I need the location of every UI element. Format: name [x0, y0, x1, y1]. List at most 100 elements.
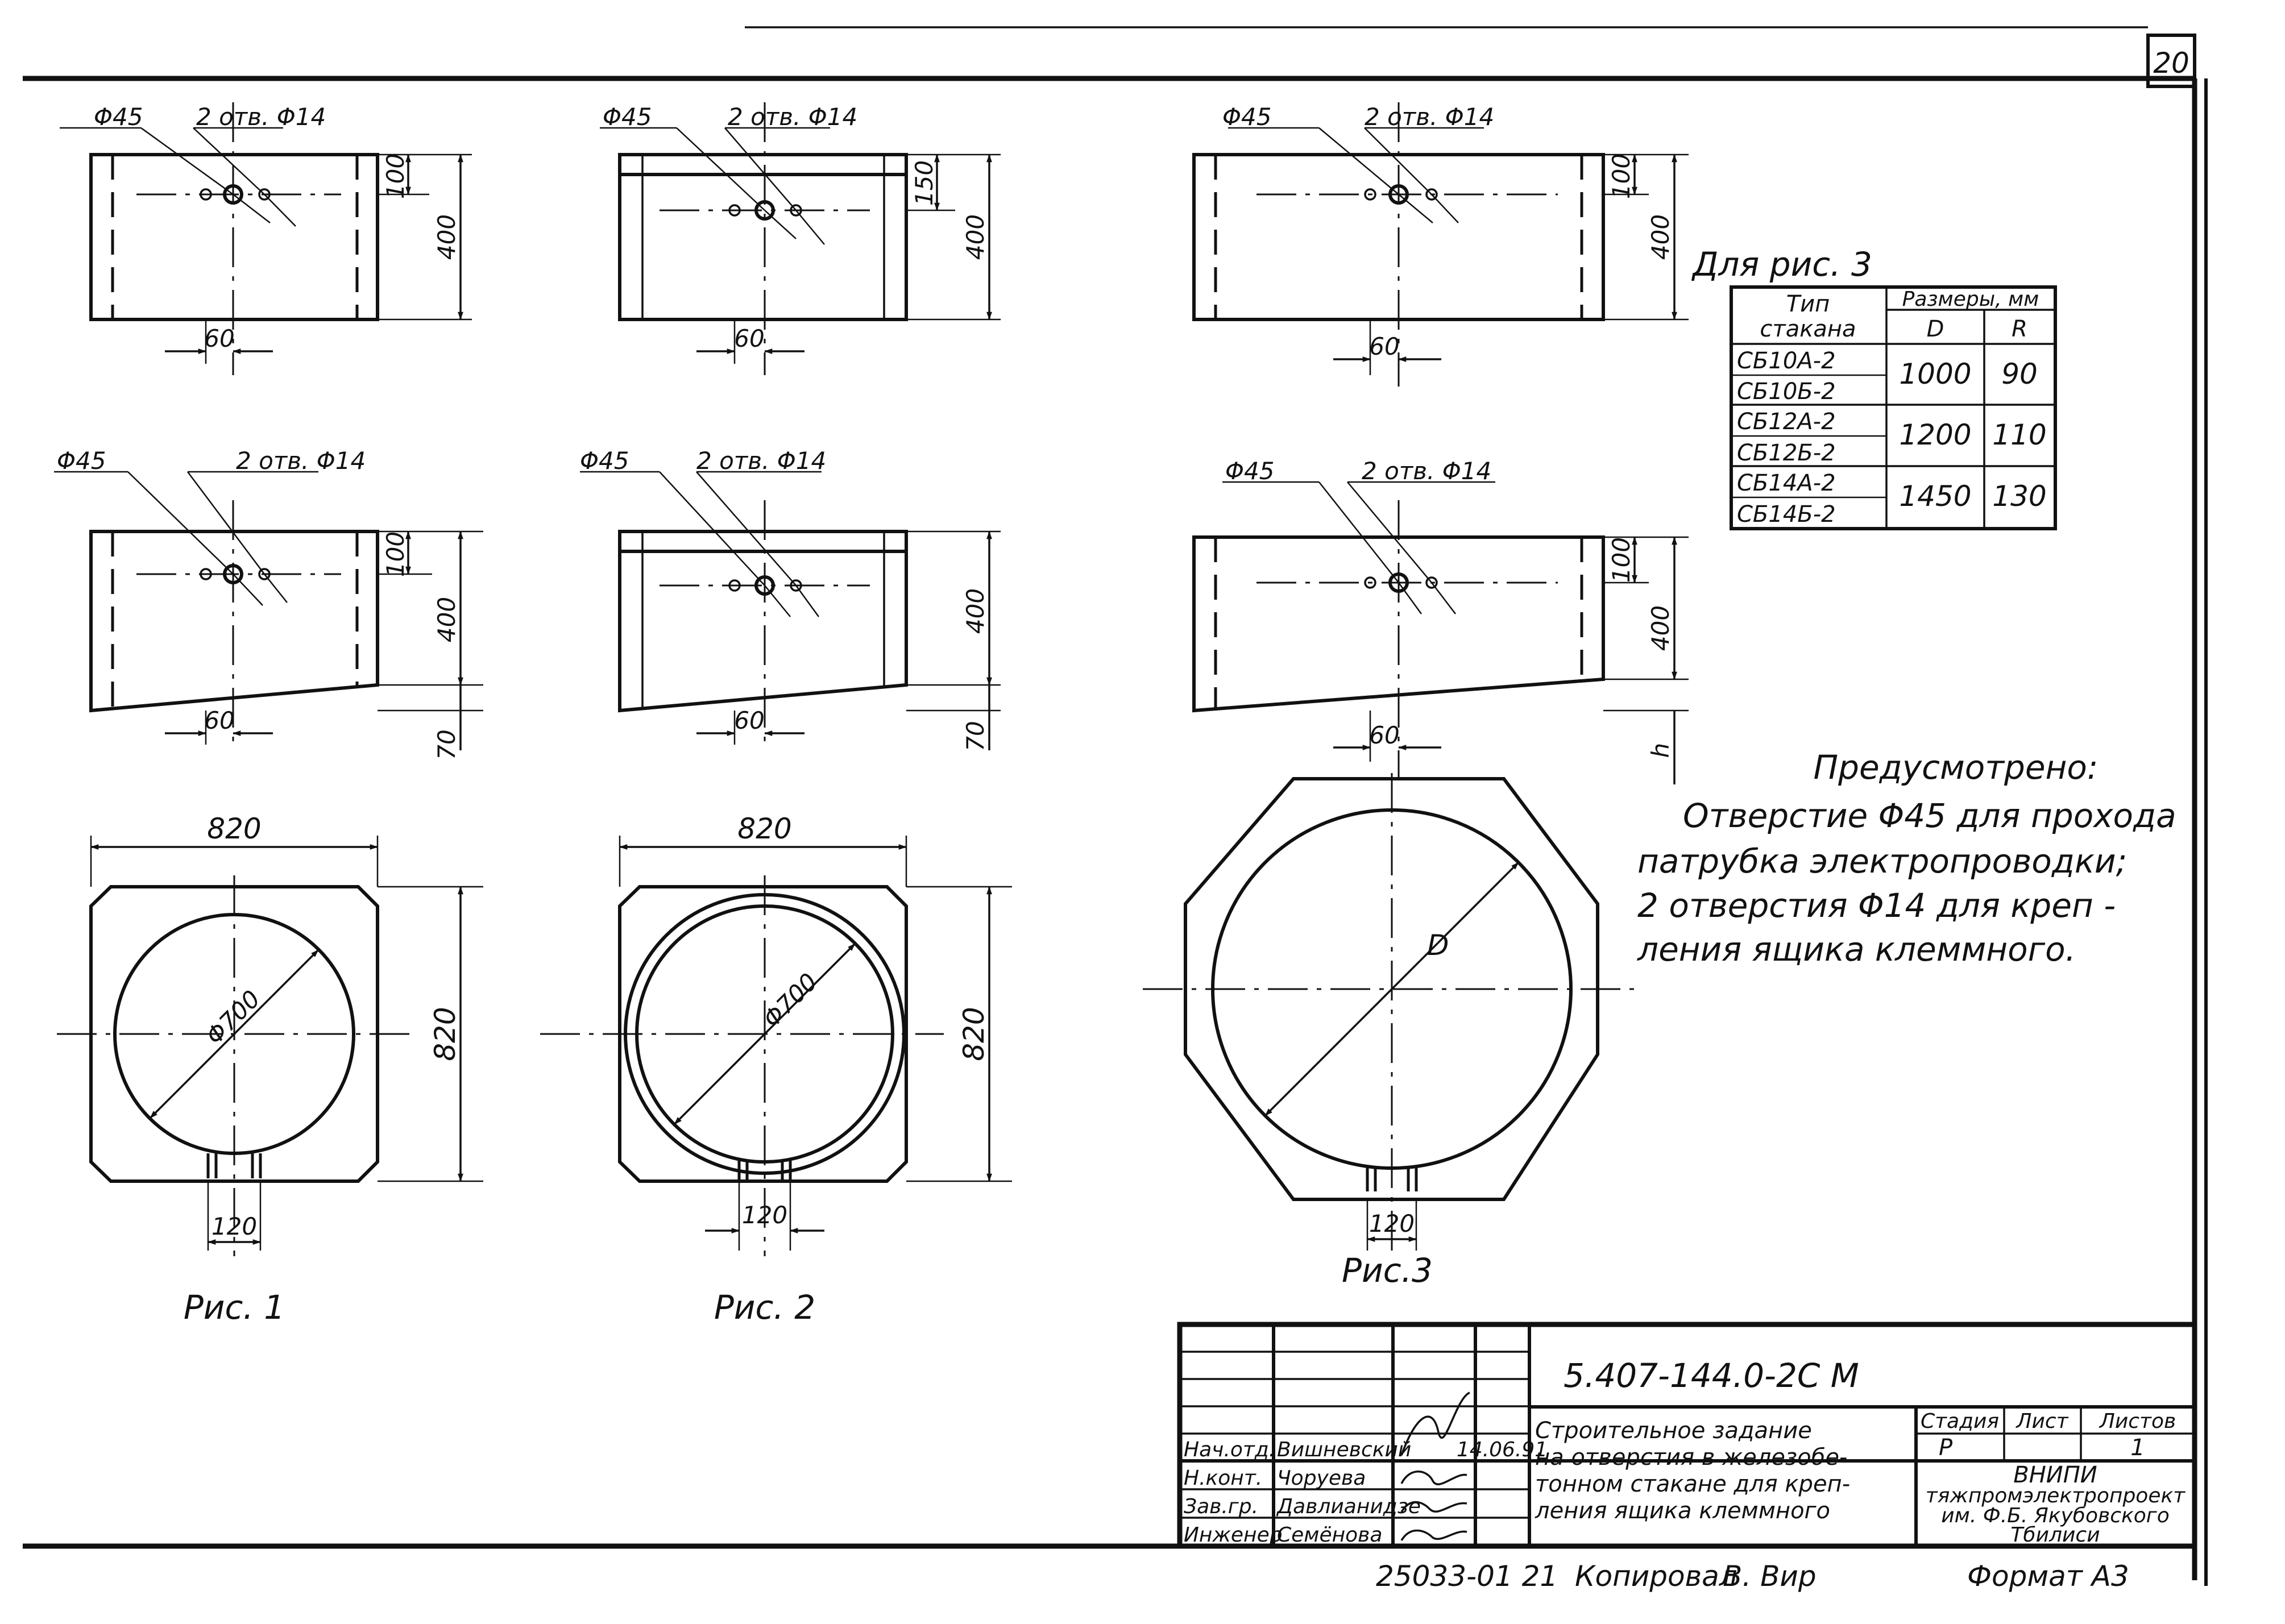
dim-120-2: 120	[742, 1201, 787, 1229]
holes-14-label: 2 отв. Φ14	[196, 103, 326, 131]
hole-45-label-4: Φ45	[57, 447, 106, 475]
dim-d700-2: Φ700	[757, 967, 823, 1033]
holes-14-label-2: 2 отв. Φ14	[728, 103, 857, 131]
role-label: Нач.отд.	[1184, 1438, 1275, 1461]
role-label: Зав.гр.	[1184, 1495, 1258, 1518]
doc-title-line-3: тонном стакане для креп-	[1535, 1471, 1850, 1497]
hole-45-label-2: Φ45	[603, 103, 652, 131]
dim-400-2: 400	[961, 214, 989, 260]
org-line-3: им. Ф.Б. Якубовского	[1941, 1504, 2169, 1527]
size-table	[1730, 285, 2057, 530]
dim-400-4: 400	[433, 597, 461, 642]
stage-label: Стадия	[1921, 1410, 1999, 1433]
size-table-type: СБ10А-2	[1737, 348, 1836, 374]
dim-100: 100	[381, 153, 409, 199]
copier-name: В. Вир	[1723, 1560, 1817, 1593]
signature-4	[1400, 1529, 1467, 1541]
dim-h: h	[1647, 743, 1674, 758]
size-table-r-value: 130	[1992, 480, 2046, 513]
dim-100-3: 100	[1607, 153, 1635, 199]
sheet-format: Формат А3	[1967, 1560, 2129, 1593]
elevation-fig1-type-a	[60, 102, 472, 375]
note-line-2: патрубка электропроводки;	[1637, 842, 2127, 880]
dim-400-5: 400	[961, 588, 989, 634]
size-table-col-type-2: стакана	[1760, 316, 1856, 342]
holes-14-label-6: 2 отв. Φ14	[1362, 457, 1491, 485]
org-line-4: Тбилиси	[2010, 1523, 2100, 1547]
dim-60: 60	[204, 325, 234, 352]
size-table-title: Для рис. 3	[1691, 245, 1872, 284]
sheet-label: Лист	[2015, 1410, 2068, 1433]
note-line-3: 2 отверстия Φ14 для креп -	[1637, 886, 2116, 925]
plan-fig2	[540, 836, 1012, 1256]
size-table-d-value: 1000	[1899, 358, 1971, 391]
dim-60-4: 60	[204, 707, 234, 734]
hole-45-label-3: Φ45	[1222, 103, 1272, 131]
holes-14-label-4: 2 отв. Φ14	[236, 447, 366, 475]
dim-400-6: 400	[1647, 605, 1674, 651]
sheets-label: Листов	[2099, 1410, 2176, 1433]
dim-120-1: 120	[212, 1212, 257, 1240]
plan-fig3	[1143, 773, 1643, 1256]
size-table-col-type-1: Тип	[1786, 291, 1830, 317]
org-line-1: ВНИПИ	[2013, 1462, 2097, 1488]
role-label: Инженер	[1184, 1523, 1283, 1547]
person-name: Чоруева	[1277, 1467, 1366, 1490]
holes-14-label-3: 2 отв. Φ14	[1365, 103, 1494, 131]
plan-fig1	[57, 836, 483, 1256]
elevation-fig2-type-b	[580, 471, 1001, 750]
dim-d700-1: Φ700	[200, 985, 266, 1050]
dim-60-2: 60	[734, 325, 764, 352]
sheets-total: 1	[2130, 1435, 2145, 1461]
size-table-type: СБ14Б-2	[1737, 501, 1836, 528]
dim-60-5: 60	[734, 707, 764, 734]
dim-d: D	[1427, 929, 1449, 962]
elevation-fig1-type-b	[54, 471, 483, 750]
sheet-number-box	[2146, 34, 2196, 88]
dim-70: 70	[433, 729, 461, 759]
doc-title-line-2: на отверстия в железобе-	[1535, 1444, 1847, 1471]
size-table-type: СБ14А-2	[1737, 470, 1836, 496]
signature-3	[1400, 1501, 1467, 1513]
size-table-type: СБ12Б-2	[1737, 440, 1836, 466]
copied-by-label: Копировал	[1575, 1560, 1737, 1593]
dim-820-h2: 820	[957, 1007, 990, 1061]
elevation-fig3-type-b	[1192, 481, 1689, 784]
hole-45-label-6: Φ45	[1225, 457, 1275, 485]
doc-title-line-4: ления ящика клеммного	[1535, 1498, 1830, 1524]
hole-45-label: Φ45	[94, 103, 143, 131]
figure-3-caption: Рис.3	[1342, 1251, 1433, 1290]
inventory-number: 25033-01 21	[1376, 1560, 1558, 1593]
stage-value: Р	[1939, 1435, 1953, 1461]
elevation-fig3-type-a	[1192, 102, 1689, 387]
size-table-col-r: R	[2012, 316, 2027, 342]
dim-150: 150	[910, 160, 938, 206]
title-block	[1177, 1322, 2197, 1549]
dim-100-6: 100	[1607, 537, 1635, 583]
person-name: Семёнова	[1277, 1523, 1382, 1547]
elevation-fig2-type-a	[600, 102, 1001, 375]
approval-date: 14.06.91	[1457, 1438, 1548, 1461]
signature-1	[1400, 1392, 1470, 1456]
size-table-r-value: 110	[1992, 418, 2046, 451]
figure-1-caption: Рис. 1	[184, 1288, 285, 1327]
dim-60-3: 60	[1369, 333, 1399, 360]
figure-2-caption: Рис. 2	[714, 1288, 815, 1327]
person-name: Давлианидзе	[1276, 1495, 1421, 1518]
person-name: Вишневский	[1277, 1438, 1411, 1461]
note-title: Предусмотрено:	[1814, 748, 2099, 787]
signature-2	[1400, 1471, 1467, 1485]
size-table-d-value: 1450	[1899, 480, 1971, 513]
dim-100-4: 100	[381, 531, 409, 577]
size-table-type: СБ10Б-2	[1737, 379, 1836, 405]
org-line-2: тяжпромэлектропроект	[1926, 1484, 2186, 1507]
role-label: Н.конт.	[1184, 1467, 1262, 1490]
note-line-1: Отверстие Φ45 для прохода	[1683, 796, 2176, 835]
dim-820-w1: 820	[207, 812, 261, 845]
dim-400: 400	[433, 214, 461, 260]
sheet-number: 20	[2153, 47, 2189, 80]
size-table-col-sizes: Размеры, мм	[1902, 288, 2039, 311]
doc-code: 5.407-144.0-2С М	[1564, 1356, 1859, 1395]
size-table-r-value: 90	[2001, 358, 2038, 391]
